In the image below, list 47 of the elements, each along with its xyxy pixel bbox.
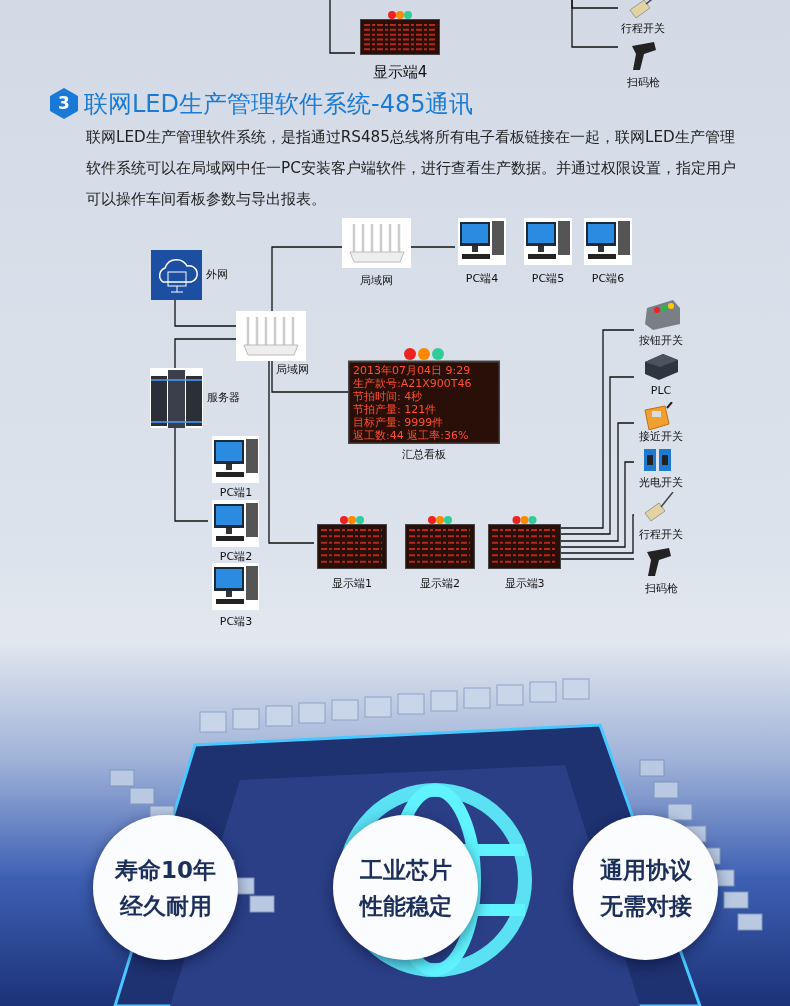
device-label: 显示端3 — [503, 577, 546, 591]
device-label: 显示端4 — [371, 62, 429, 82]
connector-line — [571, 0, 619, 48]
connector-line — [329, 0, 356, 54]
connector-line — [560, 461, 635, 548]
device-label: 扫码枪 — [643, 582, 679, 596]
section-title: 联网LED生产管理软件系统-485通讯 — [84, 89, 474, 119]
connector-line — [271, 360, 349, 393]
number-badge: 3 — [50, 88, 78, 119]
device-label: 服务器 — [207, 391, 240, 405]
connector-line — [174, 338, 237, 369]
device-label: 汇总看板 — [401, 448, 447, 462]
connector-line — [268, 360, 315, 544]
device-label: 光电开关 — [638, 476, 684, 490]
device-label: 局域网 — [276, 363, 309, 377]
device-label: 扫码枪 — [625, 76, 661, 90]
display-text: 2013年07月04日 9:29 — [353, 364, 472, 377]
device-label: 行程开关 — [620, 22, 666, 36]
display-text: 返工数:44 返工率:36% — [353, 429, 470, 442]
connector-line — [560, 514, 635, 554]
device-label: 显示端2 — [419, 577, 461, 591]
connector-line — [271, 246, 343, 312]
device-label: 行程开关 — [638, 528, 684, 542]
connector-line — [560, 376, 635, 535]
display-text: 生产款号:A21X900T46 — [353, 377, 473, 390]
connector-line — [410, 246, 456, 248]
display-text: 节拍产量: 121件 — [353, 403, 438, 416]
device-label: 显示端1 — [331, 577, 373, 591]
device-label: PC端4 — [464, 272, 500, 286]
connector-line — [174, 299, 237, 327]
device-label: PLC — [649, 384, 673, 398]
device-label: 按钮开关 — [638, 334, 684, 348]
device-label: PC端2 — [218, 550, 254, 564]
device-label: PC端6 — [590, 272, 626, 286]
device-label: PC端5 — [530, 272, 566, 286]
display-text: 目标产量: 9999件 — [353, 416, 445, 429]
device-label: 外网 — [206, 268, 228, 282]
connector-line — [174, 427, 209, 522]
display-text: 节拍时间: 4秒 — [353, 390, 424, 403]
device-label: PC端1 — [218, 486, 254, 500]
device-label: 接近开关 — [638, 430, 684, 444]
connector-line — [560, 422, 635, 542]
connector-line — [560, 329, 635, 529]
description-text: 联网LED生产管理软件系统，是指通过RS485总线将所有电子看板链接在一起，联网LED生产管理软件系统可以在局域网中任一PC安装客户端软件，进行查看生产数据。并通过权限设置，指定用户可以操作车间看板参数与导出报表。 — [86, 127, 736, 210]
device-label: PC端3 — [218, 615, 254, 629]
device-label: 局域网 — [359, 274, 394, 288]
connector-line — [560, 558, 635, 560]
